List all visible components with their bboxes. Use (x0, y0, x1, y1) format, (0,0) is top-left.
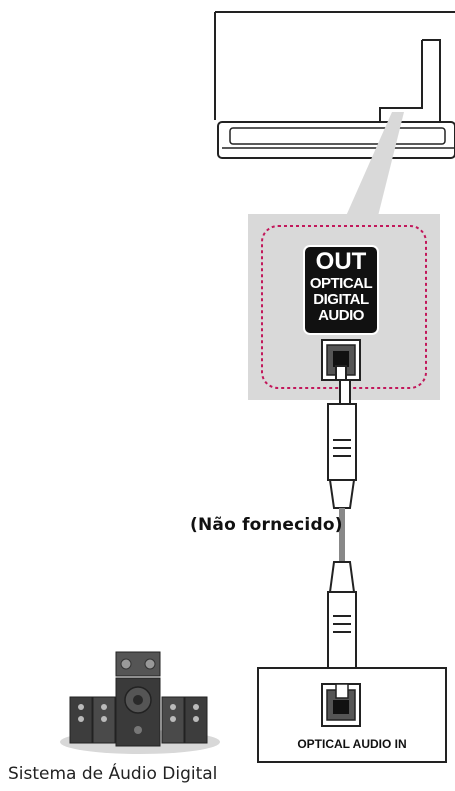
optical-audio-in-label: OPTICAL AUDIO IN (297, 737, 407, 751)
optical-in-port (321, 683, 361, 727)
device-body (214, 11, 455, 159)
digital-audio-system-label: Sistema de Áudio Digital (8, 764, 218, 784)
cable-not-supplied-label: (Não fornecido) (190, 515, 343, 535)
optical-cable (339, 508, 345, 564)
speaker-system-image (60, 651, 220, 754)
port-label-line3: AUDIO (318, 307, 364, 324)
port-label-line2: DIGITAL (313, 291, 369, 308)
callout-connector (346, 112, 404, 216)
highlight-outline (261, 225, 427, 389)
out-label: OUT (315, 248, 367, 275)
optical-digital-audio-label: OPTICAL DIGITAL AUDIO (306, 276, 376, 324)
port-label-line1: OPTICAL (309, 275, 373, 292)
optical-plug-top (327, 365, 357, 509)
out-port-label-bg (303, 245, 379, 335)
